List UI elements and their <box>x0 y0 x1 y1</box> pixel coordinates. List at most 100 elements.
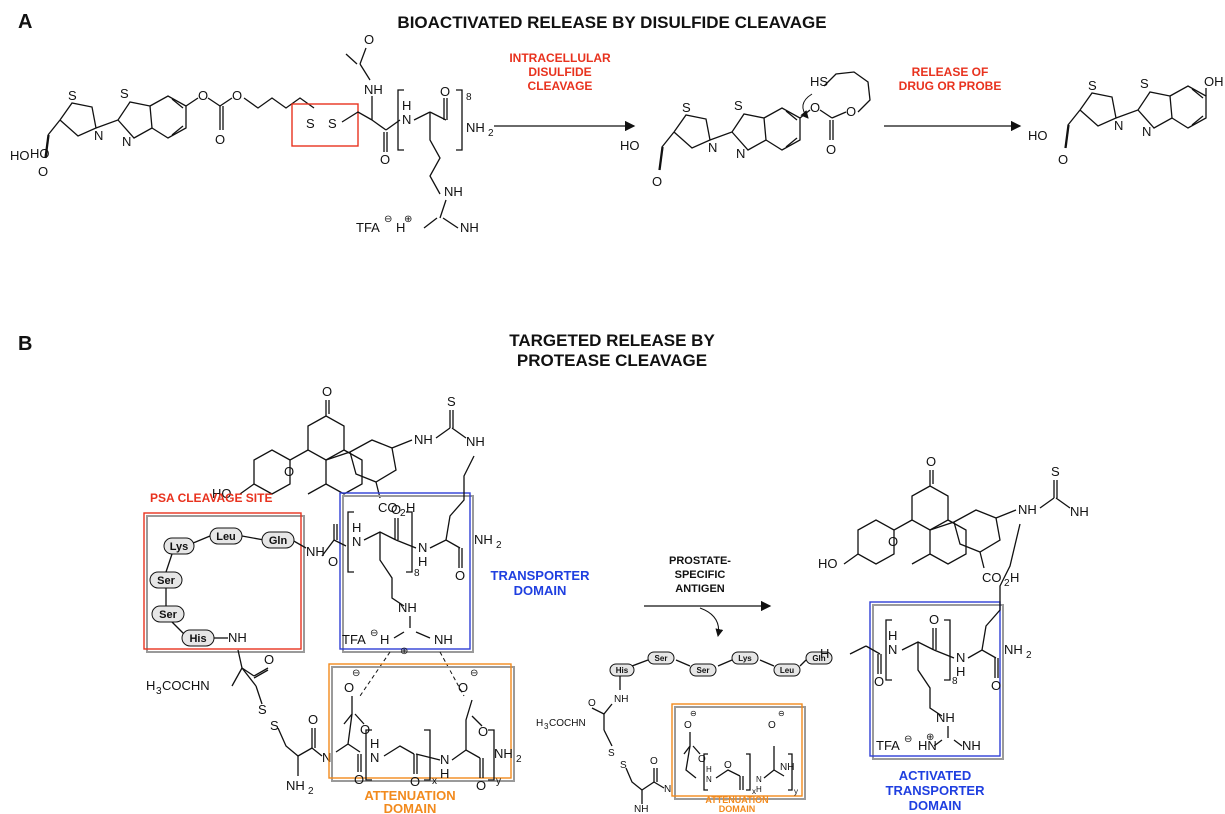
atom-o-gly-2: O <box>410 774 420 789</box>
attenuation-box-shadow <box>331 666 515 782</box>
atom-o-cys: O <box>264 652 274 667</box>
transporter-label-line2: DOMAIN <box>514 583 567 598</box>
aa-pill <box>609 663 635 677</box>
charge-plus-act: ⊕ <box>926 732 934 743</box>
atom-cochn-frag: COCHN <box>549 718 586 729</box>
atom-s-thiourea: S <box>447 394 456 409</box>
enzyme-label-line3: ANTIGEN <box>675 583 725 595</box>
transporter-box <box>339 492 471 650</box>
subscript-2-link: 2 <box>308 786 314 797</box>
fluorescein-label-left: O O HO NH S NH CO 2 H <box>212 384 485 519</box>
aa-pill <box>163 537 195 555</box>
atom-o-link: O <box>308 712 318 727</box>
atom-nh2-b: NH <box>434 632 453 647</box>
atom-h-act-2: H <box>956 664 965 679</box>
cleavage-byproduct-arrow <box>699 607 724 637</box>
atom-nh2-2: NH <box>460 220 479 235</box>
atom-n: N <box>94 128 103 143</box>
atom-h2n-act: H <box>820 646 829 661</box>
step1-label-line1: INTRACELLULAR <box>509 51 611 65</box>
panel-b-title-line2: PROTEASE CLEAVAGE <box>517 351 707 370</box>
subscript-3-frag: 3 <box>544 722 549 731</box>
atom-n-repeat: N <box>402 112 411 127</box>
atom-oh-prod: OH <box>1204 74 1224 89</box>
atom-tfa-b: TFA <box>342 632 366 647</box>
psa-cleavage-box <box>143 512 302 650</box>
repeat-count-8-b: 8 <box>414 568 420 579</box>
atom-ho-acid: HO <box>10 148 30 163</box>
aa-pill <box>773 663 801 677</box>
atom-nh2-asp: NH <box>494 746 513 761</box>
repeat-count-y-frag: y <box>794 787 798 796</box>
atom-s-int-2: S <box>734 98 743 113</box>
aa-pill <box>805 651 833 665</box>
psa-box-shadow <box>146 515 305 653</box>
aa-ser-frag-2: Ser <box>697 666 710 675</box>
aa-lys: Lys <box>170 541 189 553</box>
atom-ho-fluor: HO <box>212 486 232 501</box>
aa-leu: Leu <box>216 531 236 543</box>
atom-ho-int: HO <box>620 138 640 153</box>
attenuation-oligoaspartate: ⊖ O O O H N O x N H O O ⊖ O y NH 2 <box>335 668 522 793</box>
atom-n-trans: N <box>352 534 361 549</box>
aa-pill <box>209 527 243 545</box>
subscript-2-trans: 2 <box>496 540 502 551</box>
atom-h-trans-2: H <box>418 554 427 569</box>
attenuation-label-small-line2: DOMAIN <box>719 804 756 814</box>
atom-n-frag-asp-b: N <box>756 775 762 784</box>
atom-o-xanthone-r: O <box>926 454 936 469</box>
atom-nh-thiourea-2: NH <box>466 434 485 449</box>
step1-label-line3: CLEAVAGE <box>528 79 593 93</box>
atom-o-int: O <box>652 174 662 189</box>
atom-h-co2h: H <box>406 500 415 515</box>
atom-nh2-act-2: NH <box>962 738 981 753</box>
luciferin-carbonate-conjugate: HO O HO S N S N O O O S S NH O O <box>10 32 494 235</box>
atom-nh-arg-act: NH <box>936 710 955 725</box>
step2-label-line1: RELEASE OF <box>912 65 989 79</box>
atom-nh-thiourea-r-2: NH <box>1070 504 1089 519</box>
step2-label-line2: DRUG OR PROBE <box>899 79 1002 93</box>
aa-pill <box>181 629 215 647</box>
atom-nh2-trans: NH <box>474 532 493 547</box>
subscript-2-co2h-r: 2 <box>1004 578 1010 589</box>
activated-label-line3: DOMAIN <box>909 798 962 813</box>
atom-n-asp-b: N <box>440 752 449 767</box>
atom-nh-guanidine: NH <box>444 184 463 199</box>
atom-o-act-2: O <box>929 612 939 627</box>
aa-pill <box>261 531 295 549</box>
subscript-2: 2 <box>488 128 494 139</box>
atom-nh-frag: NH <box>614 694 628 705</box>
ionic-interaction-2 <box>439 651 465 697</box>
panel-letter-b: B <box>18 333 32 355</box>
atom-o-frag-asp: O <box>684 720 692 731</box>
atom-ho-fluor-r: HO <box>818 556 838 571</box>
transporter-box-shadow <box>342 495 474 653</box>
atom-nh-thiourea: NH <box>414 432 433 447</box>
atom-o-ring-r: O <box>888 534 898 549</box>
atom-h-act: H <box>888 628 897 643</box>
panel-letter-a: A <box>18 11 32 33</box>
atom-o-frag-asp-b: O <box>768 720 776 731</box>
atom-nh2-link: NH <box>286 778 305 793</box>
panel-b-title-line1: TARGETED RELEASE BY <box>509 331 715 350</box>
released-attenuation-fragment: His Ser Ser Lys Leu Gln NH O H 3 COCHN S… <box>536 651 833 814</box>
atom-acetamide-h-frag: H <box>536 718 543 729</box>
atom-s: S <box>68 88 77 103</box>
charge-minus-b: ⊖ <box>370 628 378 639</box>
atom-n-prod: N <box>1114 118 1123 133</box>
aa-pill <box>149 571 183 589</box>
step1-label-line2: DISULFIDE <box>528 65 591 79</box>
released-oligoaspartate: ⊖ O O H N O x N H O ⊖ y NH <box>683 709 798 796</box>
enzyme-label-line1: PROSTATE- <box>669 555 731 567</box>
atom-h2n-b: H <box>380 632 389 647</box>
subscript-3: 3 <box>156 686 162 697</box>
aa-ser-2: Ser <box>159 609 177 621</box>
atom-o-asp-b-2: O <box>458 680 468 695</box>
thiol-intermediate: HO O S N S N O O O HS <box>620 71 871 189</box>
attenuation-label-line1: ATTENUATION <box>364 788 455 803</box>
atom-s-frag: S <box>608 748 615 759</box>
atom-n-int-2: N <box>736 146 745 161</box>
activated-oligoarginine: H O H N O 8 N H O NH 2 NH TFA ⊖ HN ⊕ NH <box>820 523 1032 753</box>
atom-o: O <box>38 164 48 179</box>
atom-o-carbonyl: O <box>215 132 225 147</box>
